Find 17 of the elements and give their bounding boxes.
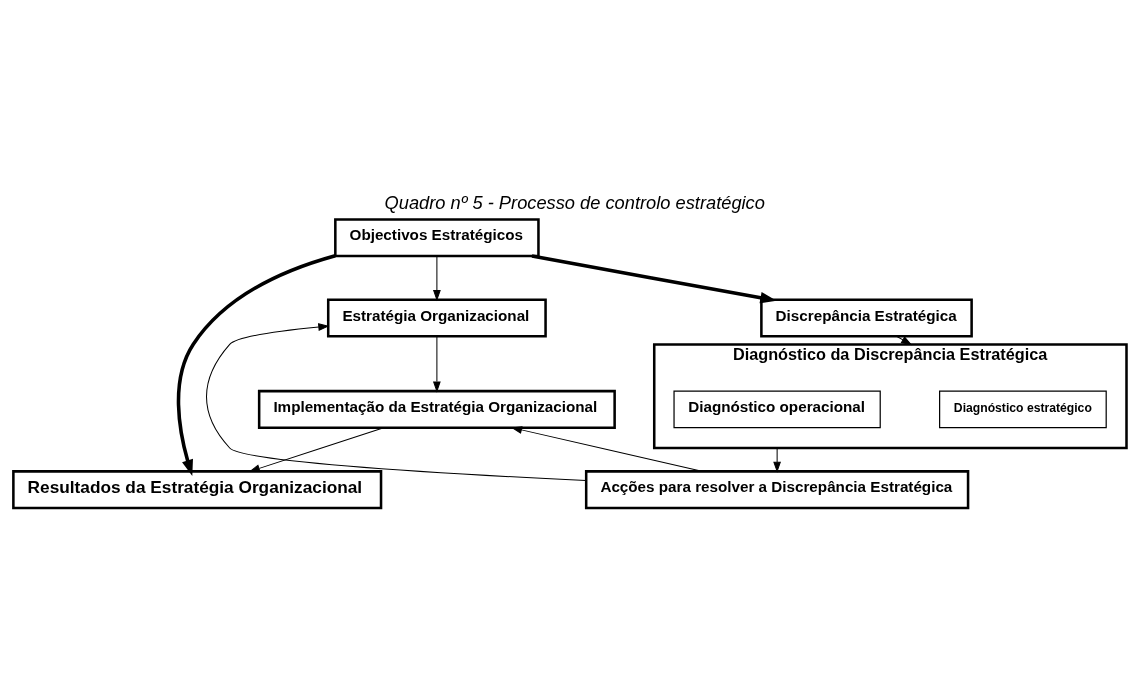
node-box: Implementação da Estratégia Organizacional: [257, 389, 616, 429]
arrow: [510, 425, 703, 472]
diagram-title: Quadro nº 5 - Processo de controlo estratégico: [384, 191, 765, 213]
node-box: Objectivos Estratégicos: [334, 217, 540, 257]
node-box: Estratégia Organizacional: [326, 297, 547, 338]
node-box: Diagnóstico operacional: [673, 390, 881, 428]
arrow: [432, 255, 441, 301]
arrow: [248, 426, 385, 472]
arrow: [531, 253, 777, 303]
arrow: [432, 335, 441, 393]
arrow: [896, 335, 913, 345]
arrow: [206, 322, 587, 481]
arrow: [176, 253, 336, 476]
arrow: [773, 447, 782, 473]
node-box: Acções para resolver a Discrepância Estratégica: [584, 469, 970, 509]
node-box: Diagnóstico estratégico: [939, 390, 1107, 428]
node-box: Resultados da Estratégia Organizacional: [12, 469, 383, 509]
